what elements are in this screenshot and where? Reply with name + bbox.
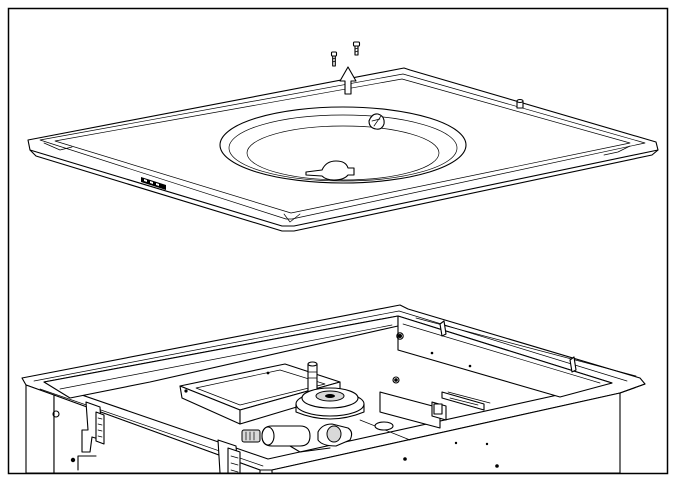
hose-connector — [289, 421, 394, 453]
rim-clip — [368, 113, 385, 130]
cabinet-front-left — [25, 384, 55, 474]
panel-rivet — [403, 457, 407, 461]
interior-rivet — [454, 441, 458, 445]
interior-back-wall — [43, 315, 399, 399]
drain-pump — [241, 425, 311, 447]
screw-left — [330, 51, 338, 67]
cover-inner-rim-2 — [54, 78, 631, 214]
pulley — [295, 387, 365, 420]
cover-label-plate — [141, 177, 166, 190]
cover-corner-tab-left — [43, 142, 73, 151]
cabinet-side-right — [271, 392, 621, 474]
cover-skirt — [29, 149, 659, 232]
screw-right — [352, 41, 361, 56]
panel-hole — [52, 410, 60, 418]
panel-rivet — [495, 464, 499, 468]
front-hinge-bracket — [217, 439, 241, 474]
cabinet-base — [21, 304, 646, 474]
cabinet-front — [53, 394, 261, 474]
cover-corner-tab-right — [603, 145, 631, 156]
interior-rivet — [485, 442, 489, 446]
tub-opening — [219, 106, 467, 184]
interior-rivet — [430, 351, 434, 355]
cover-post — [516, 98, 524, 109]
center-slot — [305, 160, 355, 181]
top-cover-panel — [27, 41, 659, 232]
panel-rivet — [70, 457, 76, 463]
lift-arrow — [339, 66, 357, 95]
cover-inner-rim — [39, 73, 646, 220]
interior-rivet — [468, 364, 472, 368]
interior-rivet — [398, 334, 402, 338]
left-hinge-bracket — [77, 401, 105, 471]
cover-corner-tab-front — [283, 213, 301, 223]
interior-rivet — [394, 378, 398, 382]
